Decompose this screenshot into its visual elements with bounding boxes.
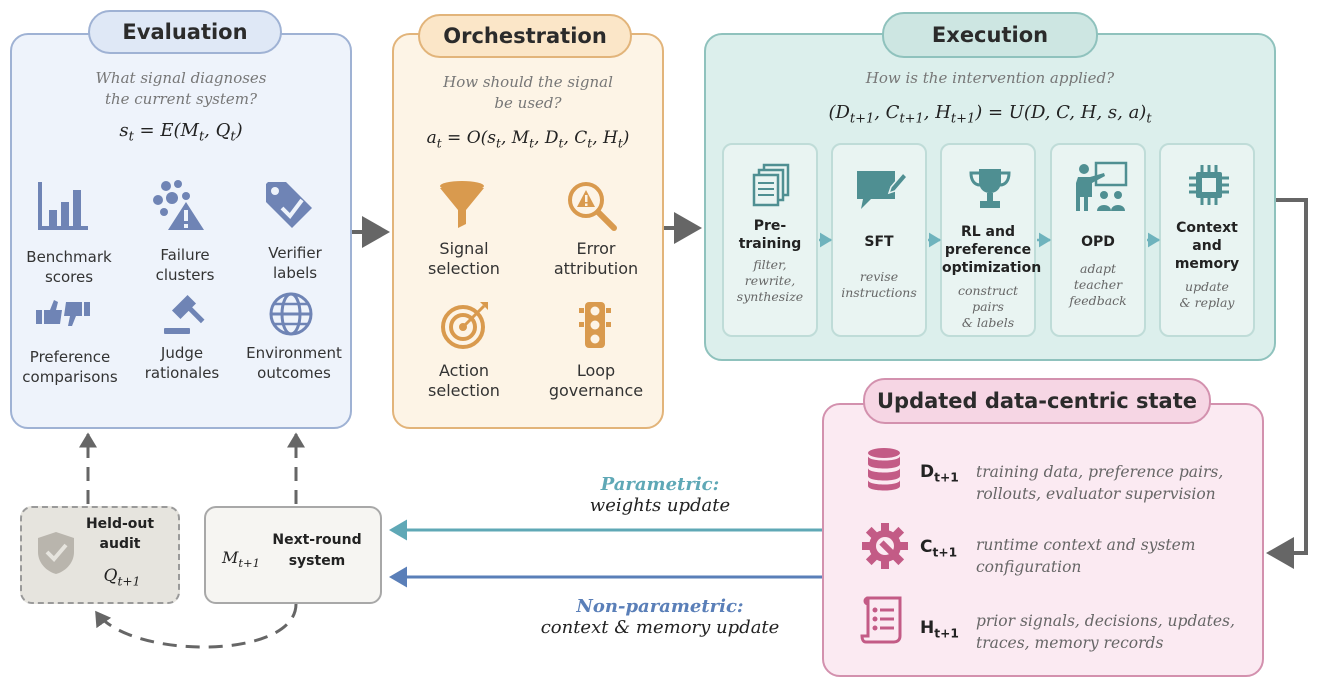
magnifier-warning-icon bbox=[568, 182, 617, 231]
database-icon bbox=[868, 448, 900, 491]
failure-cluster-icon bbox=[153, 180, 204, 230]
nonparametric-label: Non-parametric: context & memory update bbox=[540, 596, 780, 638]
state-desc-d: training data, preference pairs,rollouts… bbox=[976, 463, 1224, 503]
next-round-system-box bbox=[204, 506, 382, 604]
teacher-icon bbox=[1076, 161, 1128, 211]
system-variable: Mt+1 bbox=[222, 548, 260, 571]
state-desc-h: prior signals, decisions, updates,traces… bbox=[976, 612, 1235, 652]
funnel-icon bbox=[440, 181, 484, 228]
tag-check-icon bbox=[266, 182, 312, 228]
scroll-list-icon bbox=[860, 596, 902, 644]
orchestration-title: Orchestration bbox=[418, 14, 632, 58]
orchestration-equation: at = O(st, Mt, Dt, Ct, Ht) bbox=[426, 128, 630, 151]
parametric-label: Parametric: weights update bbox=[589, 474, 731, 516]
orchestration-panel bbox=[392, 33, 664, 429]
chip-icon bbox=[1189, 165, 1229, 205]
evaluation-panel bbox=[10, 33, 352, 429]
gear-wrench-icon bbox=[862, 523, 908, 569]
stage-pretraining-card: Pre-training filter,rewrite,synthesize bbox=[722, 143, 818, 337]
trophy-icon bbox=[969, 169, 1011, 208]
state-var-d: Dt+1 bbox=[920, 462, 959, 485]
arrow-system-to-audit bbox=[94, 603, 298, 649]
evaluation-equation: st = E(Mt, Qt) bbox=[119, 120, 243, 145]
shield-check-icon bbox=[38, 532, 74, 574]
gavel-icon bbox=[164, 294, 205, 334]
stage-sft-title: SFT bbox=[864, 234, 894, 250]
stage-pretraining-title: Pre-training bbox=[738, 218, 802, 252]
evaluation-title: Evaluation bbox=[88, 10, 282, 54]
bar-chart-icon bbox=[38, 182, 88, 230]
chat-edit-icon bbox=[857, 171, 907, 209]
traffic-light-icon bbox=[579, 302, 611, 348]
updated-state-title: Updated data-centric state bbox=[863, 378, 1211, 424]
state-var-c: Ct+1 bbox=[920, 537, 958, 560]
stage-opd-title: OPD bbox=[1081, 234, 1115, 250]
execution-question: How is the intervention applied? bbox=[865, 69, 1115, 87]
stage-pretraining-sub: filter,rewrite,synthesize bbox=[736, 257, 804, 304]
audit-variable: Qt+1 bbox=[103, 566, 141, 589]
documents-icon bbox=[752, 163, 790, 207]
stage-context-memory-sub: update& replay bbox=[1179, 279, 1235, 310]
execution-title: Execution bbox=[882, 12, 1098, 58]
target-icon bbox=[441, 302, 488, 349]
arrow-exec-to-state bbox=[1266, 198, 1308, 569]
execution-equation: (Dt+1, Ct+1, Ht+1) = U(D, C, H, s, a)t bbox=[828, 102, 1152, 127]
thumbs-icon bbox=[36, 300, 90, 326]
state-var-h: Ht+1 bbox=[920, 618, 959, 641]
globe-icon bbox=[269, 292, 313, 336]
